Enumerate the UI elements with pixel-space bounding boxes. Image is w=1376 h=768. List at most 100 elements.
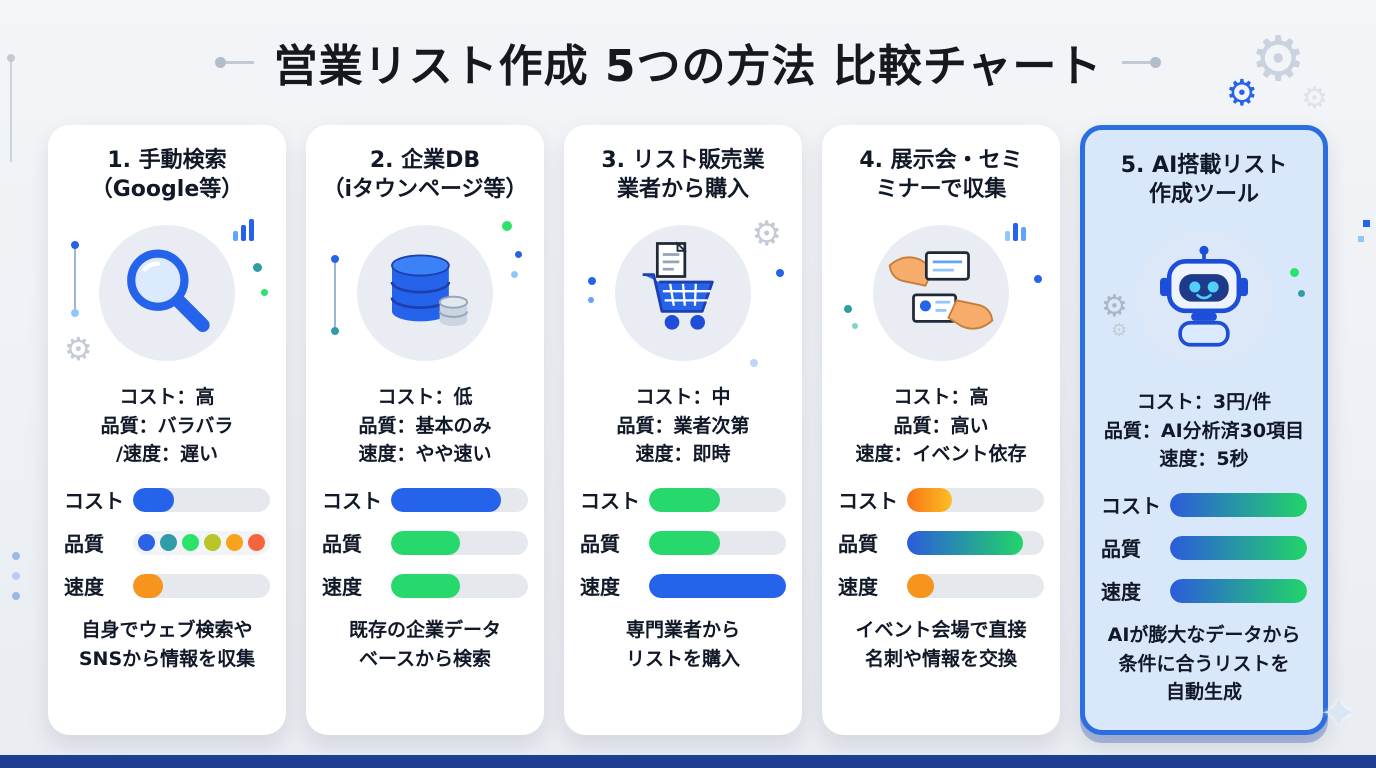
stat-line: 品質：高い — [893, 414, 989, 437]
card-title-line: （Google等） — [90, 176, 244, 202]
quality-bar-track — [649, 530, 786, 555]
description-line: 条件に合うリストを — [1118, 652, 1290, 675]
card-description: 既存の企業データ ベースから検索 — [322, 616, 528, 673]
dot-decoration — [7, 54, 15, 62]
footer-bar — [0, 755, 1376, 768]
bar-label: 速度 — [838, 575, 878, 599]
quality-dot — [204, 534, 221, 551]
bar-fill — [1170, 492, 1307, 517]
line-decoration — [334, 261, 336, 327]
gear-icon: ⚙ — [1301, 81, 1328, 116]
shopping-cart-icon — [642, 241, 714, 330]
card-description: AIが膨大なデータから 条件に合うリストを 自動生成 — [1101, 621, 1307, 707]
description-line: ベースから検索 — [358, 647, 492, 670]
bar-fill — [649, 487, 721, 512]
page-title: 営業リスト作成 5つの方法 比較チャート — [273, 41, 1103, 92]
cost-bar-track — [649, 487, 786, 512]
card-title-line: 2. 企業DB — [369, 148, 481, 173]
database-icon — [390, 254, 469, 326]
icon-area — [322, 217, 528, 369]
bar-row: コスト — [838, 485, 1044, 514]
dot-decoration — [12, 552, 20, 560]
icon-backdrop — [615, 225, 751, 361]
dot-decoration — [253, 263, 262, 272]
bar-label: コスト — [64, 489, 124, 513]
quality-dot — [226, 534, 243, 551]
card-title-line: （iタウンページ等） — [322, 176, 528, 202]
card-title: 1. 手動検索 （Google等） — [64, 147, 270, 209]
stat-line: 速度：やや速い — [358, 443, 492, 465]
quality-bar-track — [1170, 535, 1307, 560]
card-title-line: ミナーで収集 — [875, 176, 1007, 202]
quality-dot — [138, 534, 155, 551]
card-description: 専門業者から リストを購入 — [580, 616, 786, 673]
rating-bars: コスト 品質 速度 — [322, 485, 528, 600]
card-title-line: 3. リスト販売業 — [601, 148, 765, 173]
speed-bar-track — [1170, 578, 1307, 603]
stats-text: コスト：低 品質：基本のみ 速度：やや速い — [322, 383, 528, 473]
ornament-line — [1122, 60, 1151, 64]
dot-decoration — [1298, 290, 1305, 297]
bar-fill — [649, 530, 721, 555]
comparison-cards-row: 1. 手動検索 （Google等） ⚙ コスト：高 品質：バラバラ — [48, 125, 1328, 735]
speed-bar-track — [907, 573, 1044, 598]
icon-area: ⚙ ⚙ — [1101, 222, 1307, 374]
description-line: AIが膨大なデータから — [1107, 624, 1301, 646]
gear-icon: ⚙ — [1250, 22, 1306, 95]
card-title: 2. 企業DB （iタウンページ等） — [322, 147, 528, 209]
card-title-line: 4. 展示会・セミ — [859, 148, 1023, 173]
icon-backdrop — [99, 225, 235, 361]
dot-decoration — [1034, 275, 1042, 283]
line-decoration — [10, 60, 12, 162]
bar-fill — [907, 487, 953, 512]
stat-line: 速度：イベント依存 — [855, 443, 1027, 465]
description-line: 名刺や情報を交換 — [864, 647, 1017, 670]
card-title-line: 作成ツール — [1148, 181, 1259, 207]
icon-backdrop — [873, 225, 1009, 361]
stats-text: コスト：3円/件 品質：AI分析済30項目 速度：5秒 — [1101, 388, 1307, 478]
dot-decoration — [71, 309, 79, 317]
card-title: 3. リスト販売業 業者から購入 — [580, 147, 786, 209]
dot-decoration — [261, 289, 268, 296]
dot-decoration — [588, 277, 596, 285]
method-card-list-vendor: 3. リスト販売業 業者から購入 ⚙ — [564, 125, 802, 735]
gear-icon: ⚙ — [64, 330, 93, 368]
card-description: イベント会場で直接 名刺や情報を交換 — [838, 616, 1044, 673]
robot-icon — [1160, 245, 1248, 347]
rating-bars: コスト 品質 速度 — [64, 485, 270, 600]
description-line: 自動生成 — [1165, 681, 1242, 703]
bar-fill — [1170, 578, 1307, 603]
bar-row: 速度 — [322, 571, 528, 600]
stat-line: /速度：遅い — [116, 443, 218, 465]
magnifier-icon — [127, 249, 210, 332]
description-line: 自身でウェブ検索や — [81, 619, 253, 641]
bar-fill — [391, 530, 460, 555]
icon-backdrop — [357, 225, 493, 361]
bar-label: 速度 — [580, 575, 620, 599]
description-line: 既存の企業データ — [348, 619, 501, 641]
speed-bar-track — [133, 573, 270, 598]
rating-bars: コスト 品質 速度 — [838, 485, 1044, 600]
description-line: SNSから情報を収集 — [78, 647, 256, 670]
card-description: 自身でウェブ検索や SNSから情報を収集 — [64, 616, 270, 673]
mini-bar-chart-icon — [1005, 217, 1026, 241]
stat-line: 品質：業者次第 — [616, 414, 750, 437]
bar-row: 品質 — [1101, 533, 1307, 562]
description-line: リストを購入 — [625, 647, 740, 670]
gear-icon: ⚙ — [751, 214, 782, 254]
bar-label: コスト — [322, 489, 382, 513]
dot-decoration — [515, 251, 522, 258]
dot-decoration — [776, 269, 784, 277]
bar-fill — [907, 530, 1024, 555]
dot-decoration — [844, 305, 852, 313]
dot-decoration — [511, 271, 518, 278]
dot-decoration — [12, 592, 20, 600]
gear-icon: ⚙ — [1225, 73, 1258, 114]
bar-row: 品質 — [64, 528, 270, 557]
mini-bar-chart-icon — [233, 217, 254, 241]
business-card-exchange-icon — [888, 251, 994, 330]
cost-bar-track — [907, 487, 1044, 512]
bar-fill — [133, 573, 164, 598]
quality-bar-track — [907, 530, 1044, 555]
sparkle-icon: ✦ — [1319, 686, 1358, 740]
